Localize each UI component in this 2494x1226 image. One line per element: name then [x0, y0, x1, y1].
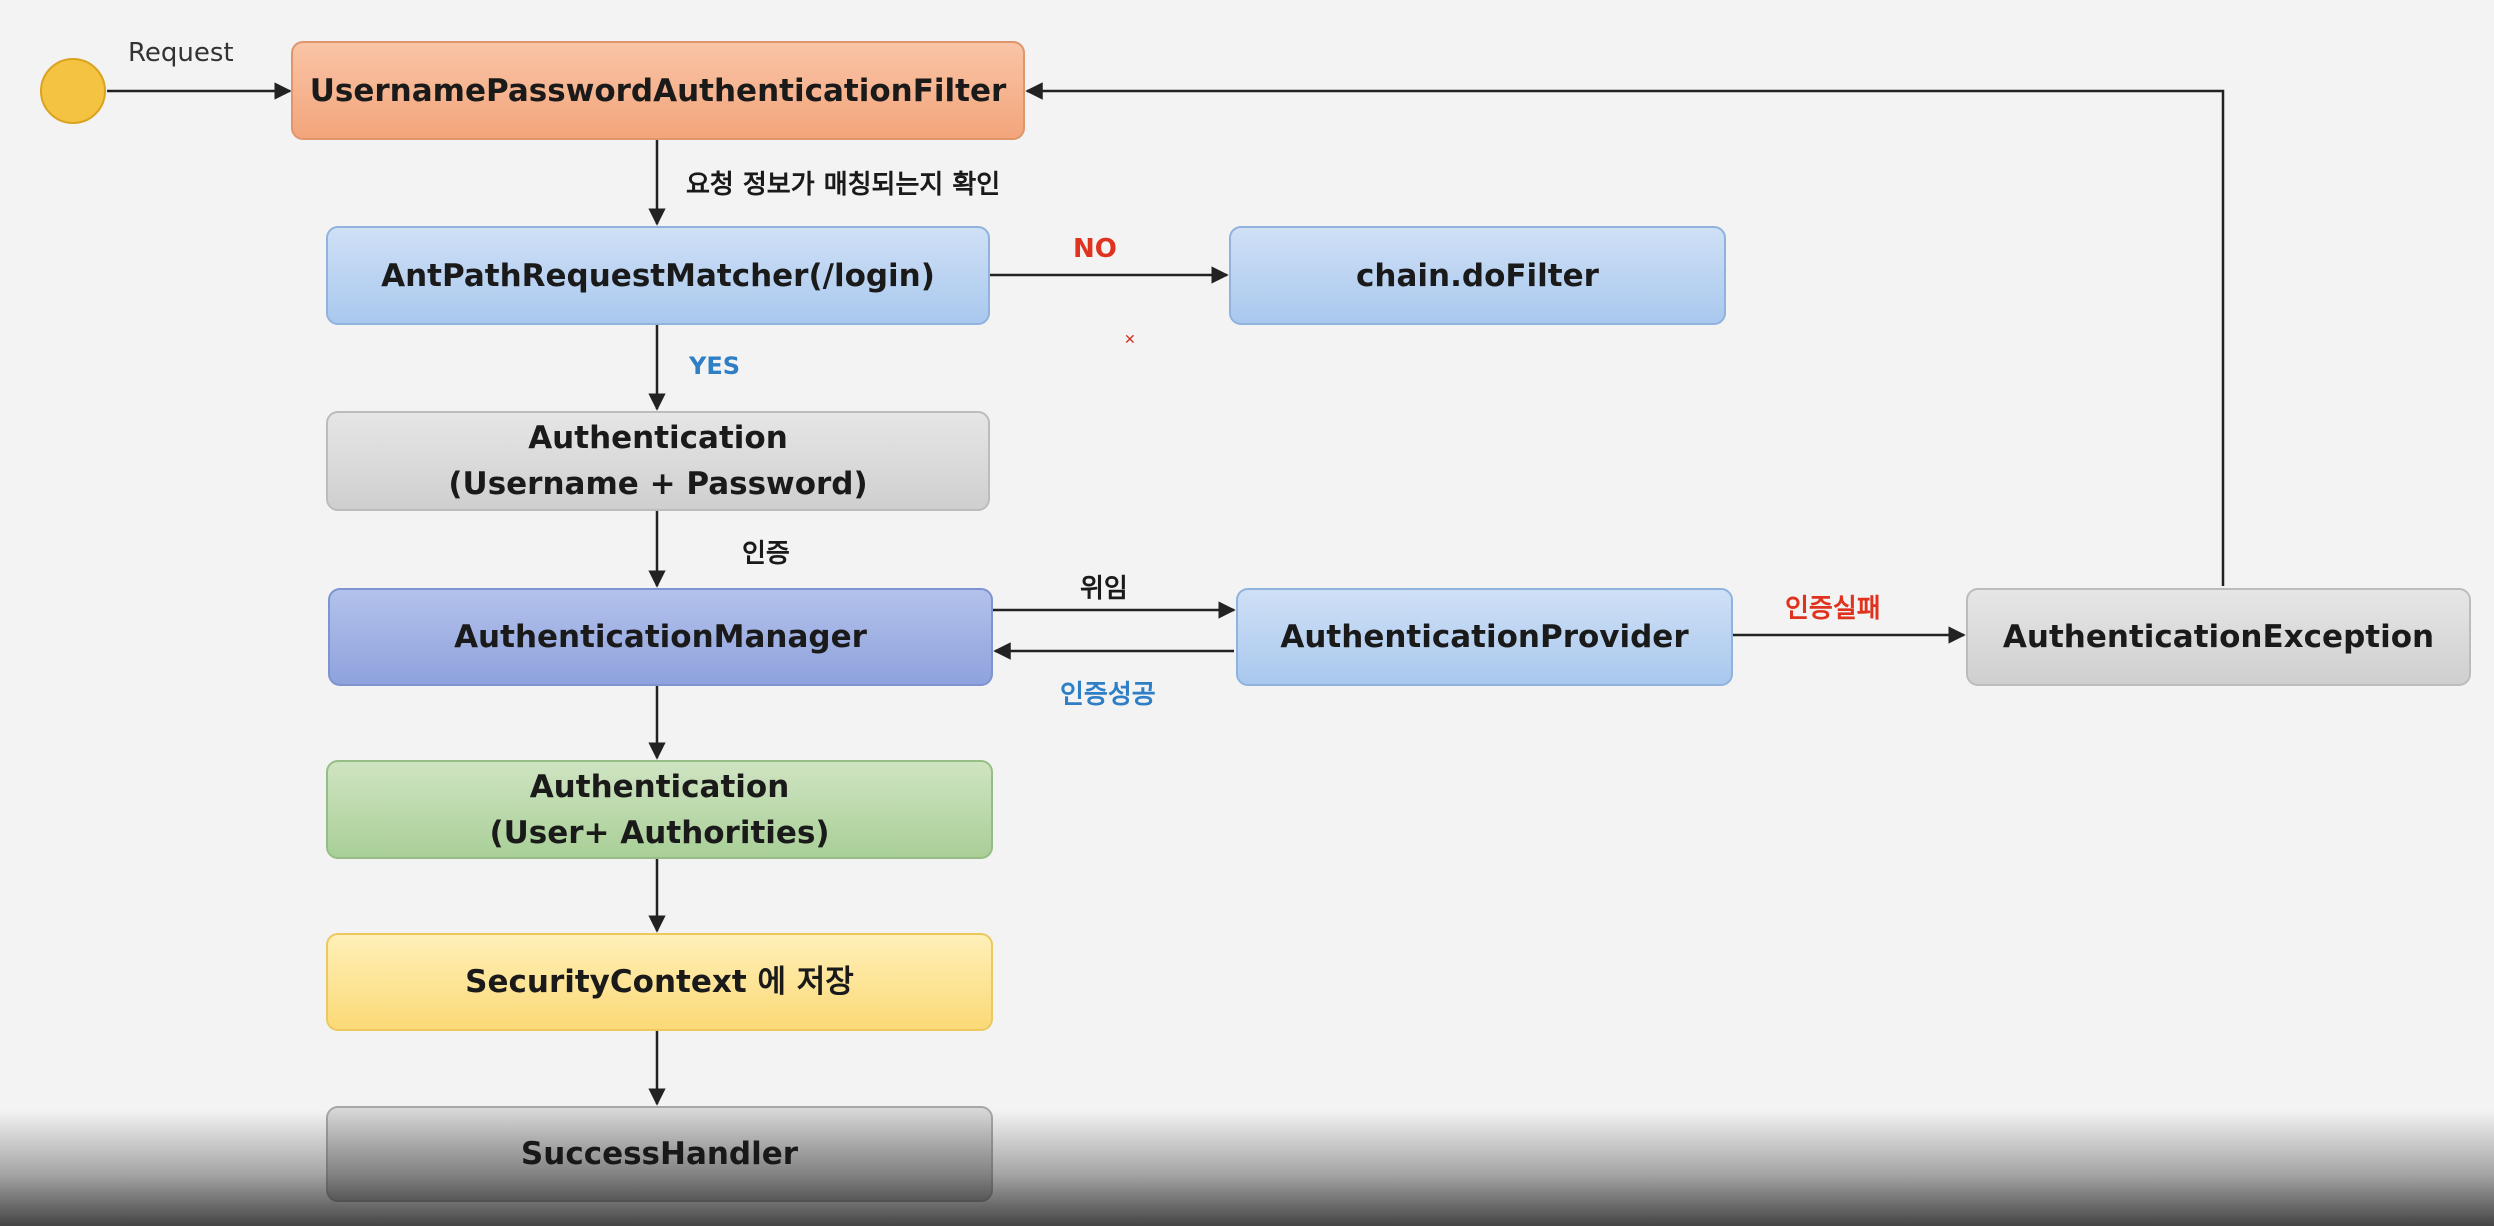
- label-check-match: 요청 정보가 매칭되는지 확인: [686, 170, 1001, 200]
- node-success-handler: SuccessHandler: [326, 1106, 993, 1202]
- label-auth-success: 인증성공: [1060, 680, 1156, 710]
- node-authentication-manager: AuthenticationManager: [328, 588, 993, 686]
- label-auth-fail: 인증실패: [1785, 594, 1881, 624]
- start-node: [40, 58, 106, 124]
- node-do-filter: chain.doFilter: [1229, 226, 1726, 325]
- label-delegate: 위임: [1080, 574, 1128, 604]
- node-matcher: AntPathRequestMatcher(/login): [326, 226, 990, 325]
- request-label: Request: [128, 38, 234, 68]
- node-authentication-provider: AuthenticationProvider: [1236, 588, 1733, 686]
- label-no: NO: [1073, 234, 1117, 264]
- node-authentication-request: Authentication (Username + Password): [326, 411, 990, 511]
- label-yes: YES: [689, 352, 741, 380]
- node-filter: UsernamePasswordAuthenticationFilter: [291, 41, 1025, 140]
- edge-exception-to-filter: [1025, 82, 2225, 586]
- node-authentication-exception: AuthenticationException: [1966, 588, 2471, 686]
- node-security-context: SecurityContext 에 저장: [326, 933, 993, 1031]
- node-authentication-result: Authentication (User+ Authorities): [326, 760, 993, 859]
- cursor-mark: ✕: [1124, 332, 1136, 348]
- label-authenticate: 인증: [742, 539, 790, 569]
